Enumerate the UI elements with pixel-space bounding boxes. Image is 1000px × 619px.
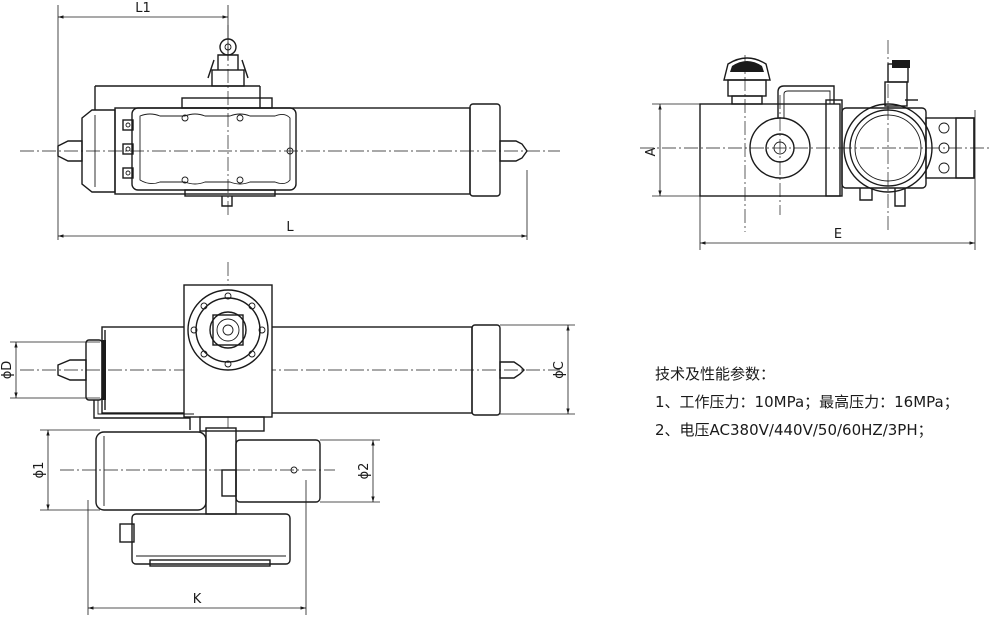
dim-label-L: L bbox=[286, 220, 294, 235]
dim-label-phi2: ϕ2 bbox=[357, 463, 372, 480]
front-view bbox=[20, 5, 560, 240]
dim-label-E: E bbox=[834, 227, 842, 242]
top-view bbox=[10, 262, 575, 615]
dim-label-phi1: ϕ1 bbox=[32, 462, 47, 479]
dim-label-phiD: ϕD bbox=[0, 361, 15, 380]
technical-specs: 技术及性能参数： 1、工作压力：10MPa；最高压力：16MPa； 2、电压AC… bbox=[655, 360, 959, 444]
dim-label-A: A bbox=[644, 147, 659, 156]
dim-label-L1: L1 bbox=[135, 1, 151, 16]
dim-label-phiC: ϕC bbox=[552, 361, 567, 379]
specs-line-pressure: 1、工作压力：10MPa；最高压力：16MPa； bbox=[655, 393, 959, 411]
specs-line-voltage: 2、电压AC380V/440V/50/60HZ/3PH； bbox=[655, 421, 933, 439]
side-view bbox=[640, 40, 990, 250]
specs-title: 技术及性能参数： bbox=[655, 365, 776, 383]
dim-label-K: K bbox=[193, 592, 202, 607]
